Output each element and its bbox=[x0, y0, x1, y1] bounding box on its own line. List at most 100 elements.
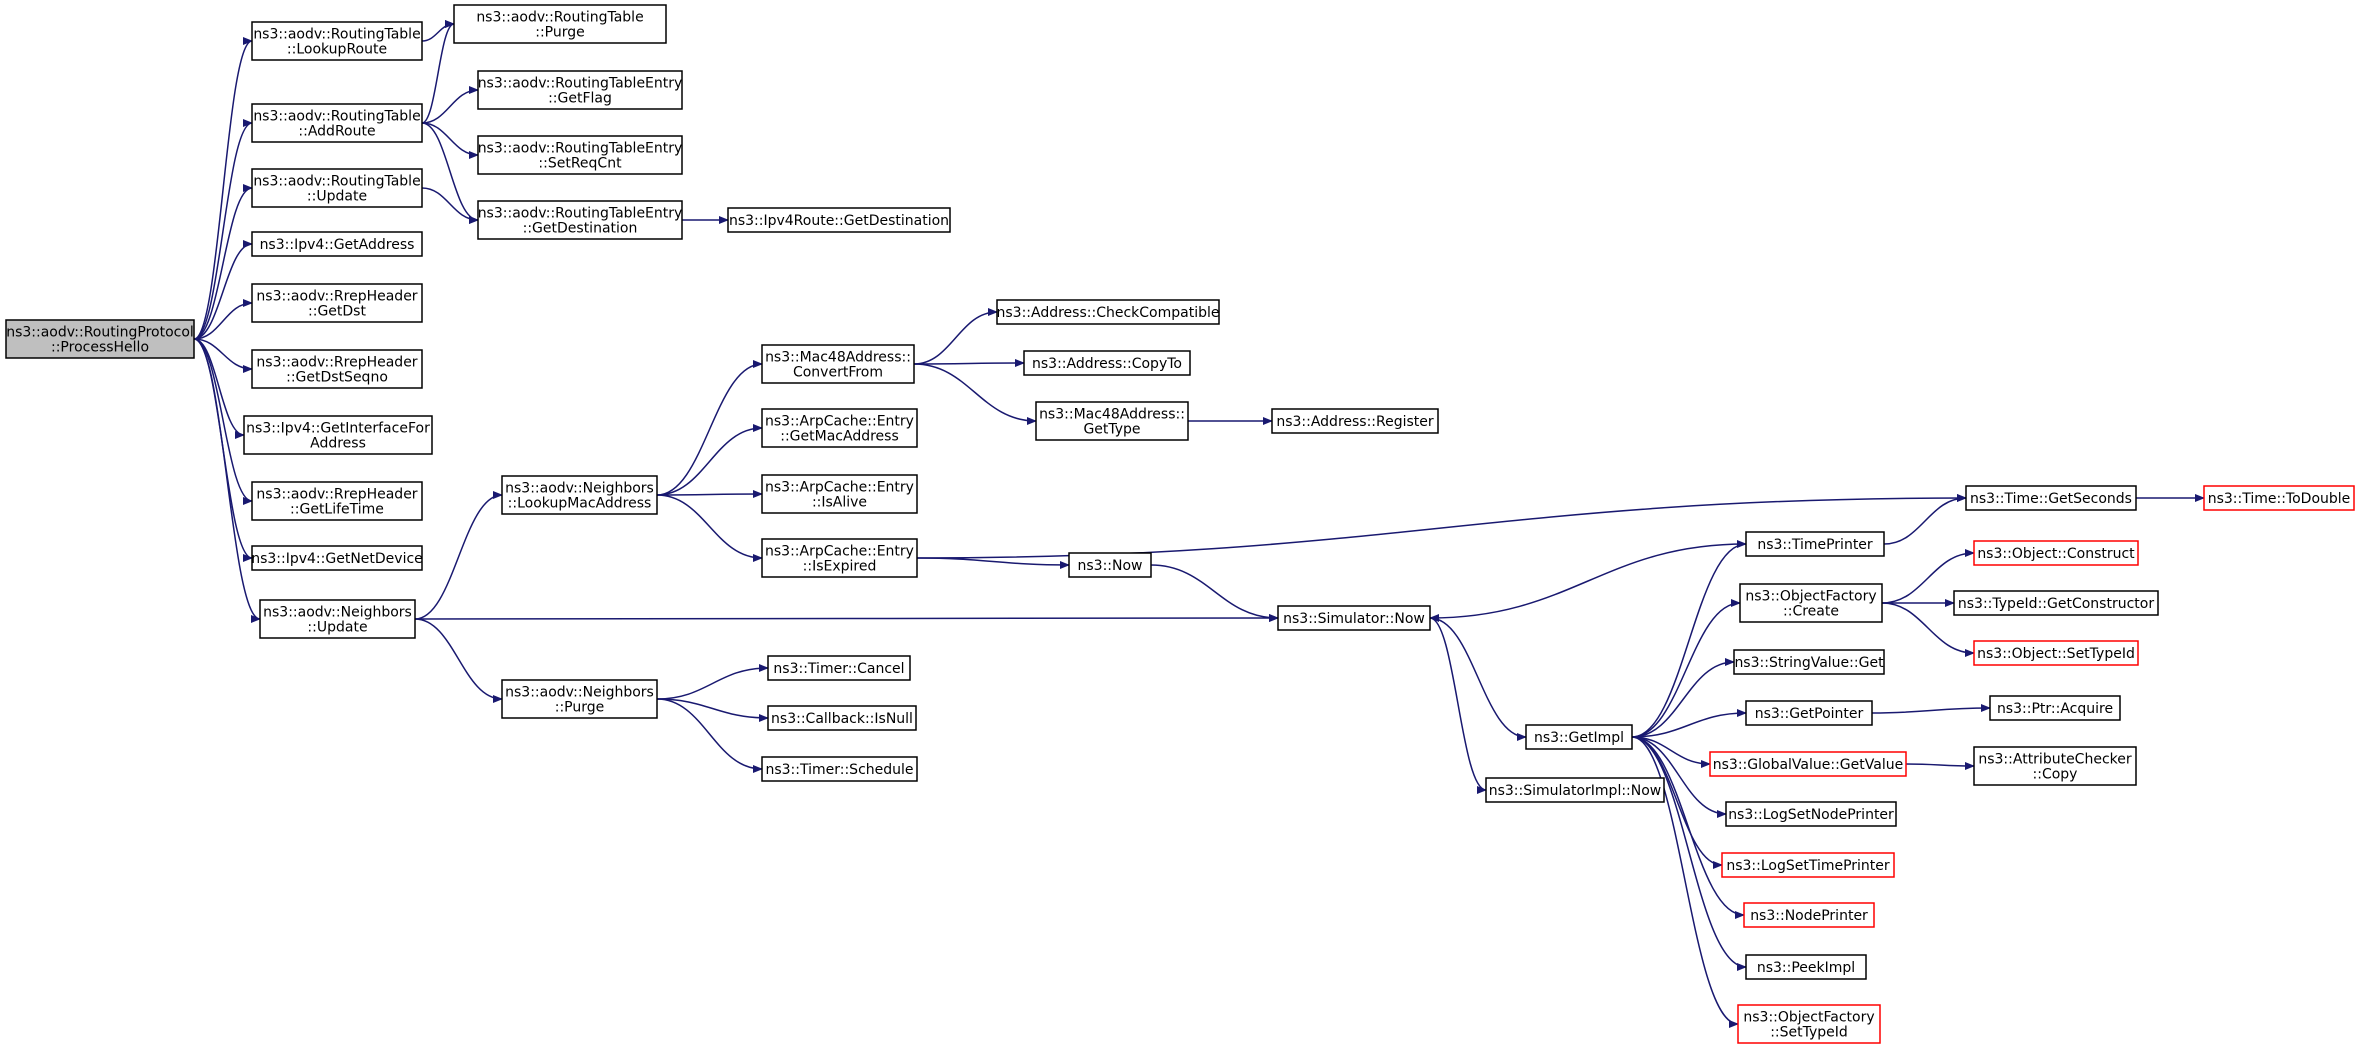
node-mac48_convertfrom[interactable]: ns3::Mac48Address::ConvertFrom bbox=[761, 344, 915, 384]
edge-rt_lookup-to-rt_purge bbox=[421, 20, 455, 42]
node-label: ::LookupMacAddress bbox=[508, 496, 652, 512]
node-box bbox=[477, 200, 683, 240]
node-label: ns3::aodv::RoutingTableEntry bbox=[478, 76, 683, 92]
node-box bbox=[761, 408, 918, 448]
edges-layer bbox=[193, 20, 2205, 1028]
node-box bbox=[727, 207, 951, 233]
node-label: ns3::AttributeChecker bbox=[1978, 752, 2132, 768]
node-logsettimeprinter[interactable]: ns3::LogSetTimePrinter bbox=[1721, 852, 1895, 878]
node-label: ns3::aodv::RoutingTable bbox=[253, 27, 420, 43]
node-rte_getflag[interactable]: ns3::aodv::RoutingTableEntry::GetFlag bbox=[477, 70, 683, 110]
node-timer_cancel[interactable]: ns3::Timer::Cancel bbox=[767, 655, 911, 681]
node-arp_isexpired[interactable]: ns3::ArpCache::Entry::IsExpired bbox=[761, 538, 918, 578]
node-box bbox=[1721, 852, 1895, 878]
node-nb_lookupmac[interactable]: ns3::aodv::Neighbors::LookupMacAddress bbox=[501, 475, 658, 515]
node-label: ns3::ArpCache::Entry bbox=[765, 414, 914, 430]
node-box bbox=[1271, 408, 1439, 434]
node-nb_purge[interactable]: ns3::aodv::Neighbors::Purge bbox=[501, 679, 658, 719]
node-stringvalue_get[interactable]: ns3::StringValue::Get bbox=[1733, 649, 1885, 675]
node-root[interactable]: ns3::aodv::RoutingProtocol::ProcessHello bbox=[5, 319, 195, 359]
node-ipv4_getaddr[interactable]: ns3::Ipv4::GetAddress bbox=[251, 231, 423, 257]
node-object_settypeid[interactable]: ns3::Object::SetTypeId bbox=[1973, 640, 2139, 666]
edge-getimpl-to-peekimpl bbox=[1631, 736, 1747, 971]
node-addr_register[interactable]: ns3::Address::Register bbox=[1271, 408, 1439, 434]
node-simimpl_now[interactable]: ns3::SimulatorImpl::Now bbox=[1485, 777, 1665, 803]
node-ipv4_getnetdev[interactable]: ns3::Ipv4::GetNetDevice bbox=[251, 545, 423, 571]
node-box bbox=[1277, 605, 1431, 631]
node-label: ns3::aodv::RoutingTable bbox=[253, 109, 420, 125]
edge-rt_addroute-to-rte_getdest bbox=[421, 122, 479, 224]
node-objfactory_create[interactable]: ns3::ObjectFactory::Create bbox=[1739, 583, 1883, 623]
edge-nb_lookupmac-to-arp_getmac bbox=[656, 424, 763, 496]
edge-nb_purge-to-callback_isnull bbox=[656, 698, 769, 722]
node-arp_getmac[interactable]: ns3::ArpCache::Entry::GetMacAddress bbox=[761, 408, 918, 448]
node-label: ns3::LogSetNodePrinter bbox=[1728, 807, 1894, 823]
edge-rt_addroute-to-rte_getflag bbox=[421, 86, 479, 124]
node-label: ns3::Ipv4::GetNetDevice bbox=[251, 551, 423, 567]
node-time_todouble[interactable]: ns3::Time::ToDouble bbox=[2203, 485, 2355, 511]
node-rt_update[interactable]: ns3::aodv::RoutingTable::Update bbox=[251, 168, 423, 208]
node-box bbox=[1973, 746, 2137, 786]
node-nodeprinter[interactable]: ns3::NodePrinter bbox=[1743, 902, 1875, 928]
edge-mac48_convertfrom-to-addr_copyto bbox=[913, 359, 1025, 368]
edge-sim_now-to-simimpl_now bbox=[1429, 617, 1487, 794]
node-label: ::Copy bbox=[2033, 767, 2078, 783]
node-arp_isalive[interactable]: ns3::ArpCache::Entry::IsAlive bbox=[761, 474, 918, 514]
node-rrep_getdstseqno[interactable]: ns3::aodv::RrepHeader::GetDstSeqno bbox=[251, 349, 423, 389]
node-label: ns3::Object::SetTypeId bbox=[1977, 646, 2135, 662]
node-rte_setreqcnt[interactable]: ns3::aodv::RoutingTableEntry::SetReqCnt bbox=[477, 135, 683, 175]
node-addr_checkcompat[interactable]: ns3::Address::CheckCompatible bbox=[996, 299, 1220, 325]
node-mac48_gettype[interactable]: ns3::Mac48Address::GetType bbox=[1035, 401, 1189, 441]
node-rte_getdest[interactable]: ns3::aodv::RoutingTableEntry::GetDestina… bbox=[477, 200, 683, 240]
node-rt_addroute[interactable]: ns3::aodv::RoutingTable::AddRoute bbox=[251, 103, 423, 143]
node-box bbox=[251, 481, 423, 521]
node-callback_isnull[interactable]: ns3::Callback::IsNull bbox=[767, 705, 917, 731]
node-label: ns3::Callback::IsNull bbox=[771, 711, 913, 727]
edge-nb_update-to-nb_purge bbox=[414, 618, 503, 703]
edge-objfactory_create-to-object_construct bbox=[1881, 549, 1975, 604]
node-attrchecker_copy[interactable]: ns3::AttributeChecker::Copy bbox=[1973, 746, 2137, 786]
node-logsetnodeprinter[interactable]: ns3::LogSetNodePrinter bbox=[1725, 801, 1897, 827]
edge-root-to-rt_lookup bbox=[193, 37, 253, 340]
node-label: ns3::TypeId::GetConstructor bbox=[1958, 596, 2154, 612]
node-timeprinter[interactable]: ns3::TimePrinter bbox=[1745, 531, 1885, 557]
node-label: ns3::Address::CopyTo bbox=[1032, 356, 1182, 372]
node-label: ns3::aodv::Neighbors bbox=[263, 605, 412, 621]
node-label: ns3::SimulatorImpl::Now bbox=[1489, 783, 1662, 799]
node-rt_purge[interactable]: ns3::aodv::RoutingTable::Purge bbox=[453, 4, 667, 44]
node-rrep_getlife[interactable]: ns3::aodv::RrepHeader::GetLifeTime bbox=[251, 481, 423, 521]
node-objfactory_settypeid[interactable]: ns3::ObjectFactory::SetTypeId bbox=[1737, 1004, 1881, 1044]
node-peekimpl[interactable]: ns3::PeekImpl bbox=[1745, 954, 1867, 980]
node-label: ns3::ArpCache::Entry bbox=[765, 544, 914, 560]
node-addr_copyto[interactable]: ns3::Address::CopyTo bbox=[1023, 350, 1191, 376]
node-label: ns3::Time::ToDouble bbox=[2208, 491, 2351, 507]
edge-rt_addroute-to-rt_purge bbox=[421, 20, 455, 124]
node-sim_now[interactable]: ns3::Simulator::Now bbox=[1277, 605, 1431, 631]
node-rrep_getdst[interactable]: ns3::aodv::RrepHeader::GetDst bbox=[251, 283, 423, 323]
edge-root-to-nb_update bbox=[193, 338, 261, 623]
node-rt_lookup[interactable]: ns3::aodv::RoutingTable::LookupRoute bbox=[251, 21, 423, 61]
node-typeid_getconstructor[interactable]: ns3::TypeId::GetConstructor bbox=[1953, 590, 2159, 616]
node-ipv4route_getdest[interactable]: ns3::Ipv4Route::GetDestination bbox=[727, 207, 951, 233]
node-label: ns3::PeekImpl bbox=[1757, 960, 1855, 976]
node-ptr_acquire[interactable]: ns3::Ptr::Acquire bbox=[1989, 695, 2121, 721]
node-box bbox=[1485, 777, 1665, 803]
node-getpointer[interactable]: ns3::GetPointer bbox=[1745, 700, 1873, 726]
node-time_getseconds[interactable]: ns3::Time::GetSeconds bbox=[1965, 485, 2137, 511]
node-now[interactable]: ns3::Now bbox=[1068, 552, 1152, 578]
node-object_construct[interactable]: ns3::Object::Construct bbox=[1973, 540, 2139, 566]
node-timer_schedule[interactable]: ns3::Timer::Schedule bbox=[761, 756, 918, 782]
node-box bbox=[1725, 801, 1897, 827]
node-nb_update[interactable]: ns3::aodv::Neighbors::Update bbox=[259, 599, 416, 639]
edge-root-to-rrep_getdstseqno bbox=[193, 338, 253, 373]
edge-getimpl-to-timeprinter bbox=[1631, 540, 1747, 738]
node-box bbox=[477, 70, 683, 110]
node-box bbox=[767, 705, 917, 731]
node-globalvalue_getvalue[interactable]: ns3::GlobalValue::GetValue bbox=[1709, 751, 1907, 777]
nodes-layer: ns3::aodv::RoutingProtocol::ProcessHello… bbox=[5, 4, 2355, 1044]
node-box bbox=[761, 756, 918, 782]
node-label: ::GetFlag bbox=[548, 91, 612, 107]
node-getimpl[interactable]: ns3::GetImpl bbox=[1525, 724, 1633, 750]
